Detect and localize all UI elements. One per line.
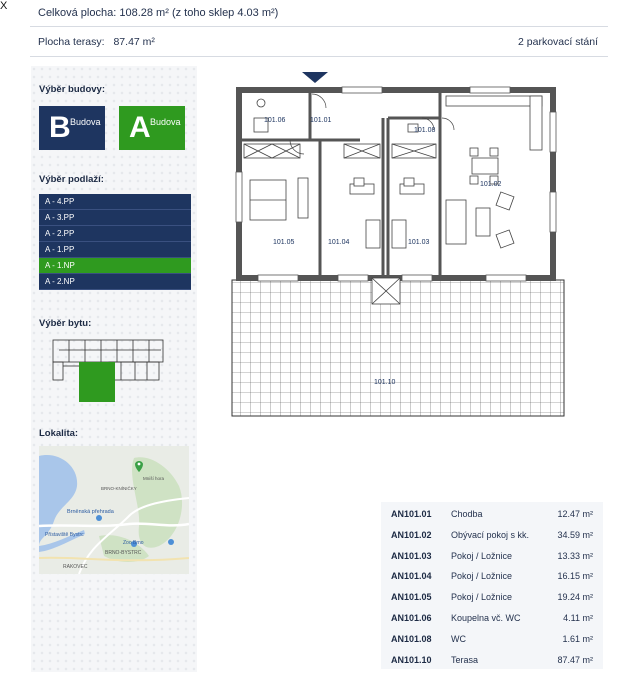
terrace-area: Plocha terasy: 87.47 m² xyxy=(38,36,155,48)
room-label: 101.02 xyxy=(480,181,502,188)
room-code: AN101.06 xyxy=(391,612,432,623)
map-label-hill: Mniší hora xyxy=(143,476,165,481)
map-label-kninicky: BRNO-KNÍNIČKY xyxy=(101,486,137,491)
building-b-button[interactable]: B Budova xyxy=(39,106,105,150)
location-pin-icon xyxy=(135,461,143,472)
floor-item-1np[interactable]: A - 1.NP xyxy=(39,258,191,274)
room-code: AN101.01 xyxy=(391,509,432,519)
table-row: AN101.03 Pokoj / Ložnice 13.33 m² xyxy=(387,546,597,567)
room-area: 4.11 m² xyxy=(563,612,593,623)
room-area: 16.15 m² xyxy=(557,571,593,582)
unit-selector-plan[interactable] xyxy=(49,336,167,404)
map-label-bystrc: BRNO-BYSTRC xyxy=(105,550,142,556)
unit-select-title: Výběr bytu: xyxy=(39,318,92,329)
room-code: AN101.10 xyxy=(391,654,432,665)
building-select-title: Výběr budovy: xyxy=(39,84,105,95)
floor-item-2pp[interactable]: A - 2.PP xyxy=(39,226,191,242)
corner-mark: X xyxy=(0,0,8,12)
table-row: AN101.08 WC 1.61 m² xyxy=(387,629,597,650)
table-row: AN101.06 Koupelna vč. WC 4.11 m² xyxy=(387,608,597,629)
total-area: Celková plocha: 108.28 m² (z toho sklep … xyxy=(38,7,278,19)
building-label: Budova xyxy=(150,117,181,127)
selection-sidebar: Výběr budovy: B Budova A Budova Výběr po… xyxy=(31,66,197,672)
rooms-table: AN101.01 Chodba 12.47 m² AN101.02 Obývac… xyxy=(381,502,603,669)
divider xyxy=(30,56,608,57)
room-area: 34.59 m² xyxy=(557,529,593,540)
room-name: Pokoj / Ložnice xyxy=(451,592,513,603)
total-area-note: (z toho sklep 4.03 m²) xyxy=(171,7,279,19)
floor-item-3pp[interactable]: A - 3.PP xyxy=(39,210,191,226)
map-label-rakovec: RAKOVEC xyxy=(63,564,88,570)
room-label: 101.01 xyxy=(310,117,332,124)
room-code: AN101.04 xyxy=(391,571,432,582)
floor-item-4pp[interactable]: A - 4.PP xyxy=(39,194,191,210)
room-code: AN101.05 xyxy=(391,592,432,603)
room-code: AN101.03 xyxy=(391,550,432,561)
floor-item-1pp[interactable]: A - 1.PP xyxy=(39,242,191,258)
terrace-area-value: 87.47 m² xyxy=(113,36,155,48)
room-label: 101.06 xyxy=(264,117,286,124)
room-label: 101.10 xyxy=(374,379,396,386)
room-name: Chodba xyxy=(451,509,483,519)
map-label-zoo: Zoo Brno xyxy=(123,540,144,546)
total-area-label: Celková plocha: xyxy=(38,7,117,19)
building-label: Budova xyxy=(70,117,101,127)
room-name: Pokoj / Ložnice xyxy=(451,550,513,561)
room-name: Terasa xyxy=(451,654,479,665)
location-title: Lokalita: xyxy=(39,428,79,439)
room-area: 87.47 m² xyxy=(557,654,593,665)
table-row: AN101.04 Pokoj / Ložnice 16.15 m² xyxy=(387,566,597,587)
room-label: 101.03 xyxy=(408,239,430,246)
building-letter: B xyxy=(49,111,71,144)
total-area-value: 108.28 m² xyxy=(119,7,169,19)
room-label: 101.04 xyxy=(328,239,350,246)
room-label: 101.05 xyxy=(273,239,295,246)
building-letter: A xyxy=(129,111,151,144)
floor-select-title: Výběr podlaží: xyxy=(39,174,104,185)
room-label: 101.08 xyxy=(414,127,436,134)
floor-item-2np[interactable]: A - 2.NP xyxy=(39,274,191,290)
room-name: Obývací pokoj s kk. xyxy=(451,529,530,540)
room-name: Koupelna vč. WC xyxy=(451,612,521,623)
selected-unit[interactable] xyxy=(79,362,115,402)
table-row: AN101.05 Pokoj / Ložnice 19.24 m² xyxy=(387,587,597,608)
floor-plan[interactable]: 101.06 101.01 101.08 101.02 101.05 101.0… xyxy=(230,72,570,422)
floor-list: A - 4.PP A - 3.PP A - 2.PP A - 1.PP A - … xyxy=(39,194,191,290)
room-area: 19.24 m² xyxy=(557,592,593,603)
location-map[interactable]: Brněnská přehrada Přístaviště Bystrc Zoo… xyxy=(39,446,189,574)
room-code: AN101.08 xyxy=(391,633,432,644)
table-row: AN101.02 Obývací pokoj s kk. 34.59 m² xyxy=(387,525,597,546)
room-area: 13.33 m² xyxy=(557,550,593,561)
building-a-button[interactable]: A Budova xyxy=(119,106,185,150)
map-label-dam: Brněnská přehrada xyxy=(67,509,114,515)
parking-info: 2 parkovací stání xyxy=(518,36,598,48)
entrance-arrow-icon xyxy=(302,72,328,83)
room-name: Pokoj / Ložnice xyxy=(451,571,513,582)
table-row: AN101.01 Chodba 12.47 m² xyxy=(387,504,597,525)
room-name: WC xyxy=(451,633,466,644)
room-area: 1.61 m² xyxy=(562,633,593,644)
table-row: AN101.10 Terasa 87.47 m² xyxy=(387,650,597,671)
terrace-area-label: Plocha terasy: xyxy=(38,36,105,48)
room-code: AN101.02 xyxy=(391,529,432,540)
room-area: 12.47 m² xyxy=(557,509,593,519)
map-label-pier: Přístaviště Bystrc xyxy=(45,532,84,538)
divider xyxy=(30,26,608,27)
